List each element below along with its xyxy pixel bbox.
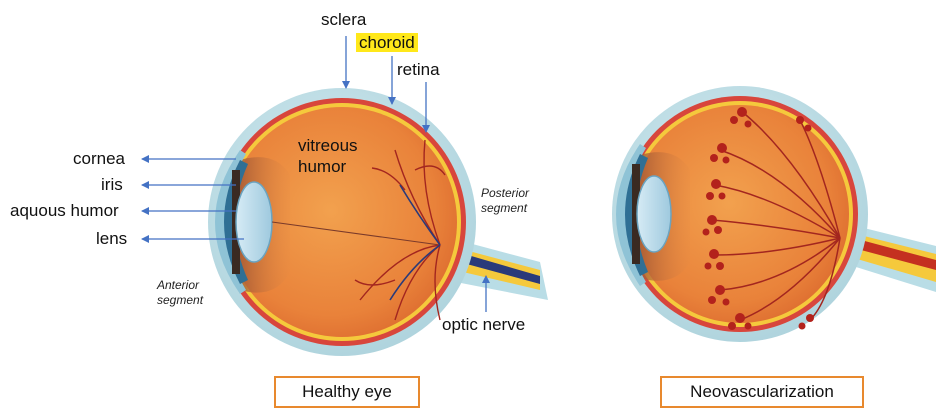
optic-nerve-label: optic nerve	[442, 315, 525, 335]
aquous-humor-label: aquous humor	[10, 201, 119, 221]
anterior-segment-label: Anterior segment	[157, 278, 203, 308]
iris-label: iris	[101, 175, 123, 195]
choroid-label: choroid	[356, 33, 418, 53]
lens-label: lens	[96, 229, 127, 249]
sclera-label: sclera	[321, 10, 366, 30]
posterior-segment-label: Posterior segment	[481, 186, 529, 216]
lens-shape	[236, 182, 272, 262]
vitreous-humor-label: vitreous humor	[298, 135, 358, 177]
neovascular-eye	[612, 86, 936, 342]
healthy-eye-caption: Healthy eye	[274, 376, 420, 408]
neovascularization-caption: Neovascularization	[660, 376, 864, 408]
neo-lens-shape	[637, 176, 671, 252]
retina-label: retina	[397, 60, 440, 80]
cornea-label: cornea	[73, 149, 125, 169]
